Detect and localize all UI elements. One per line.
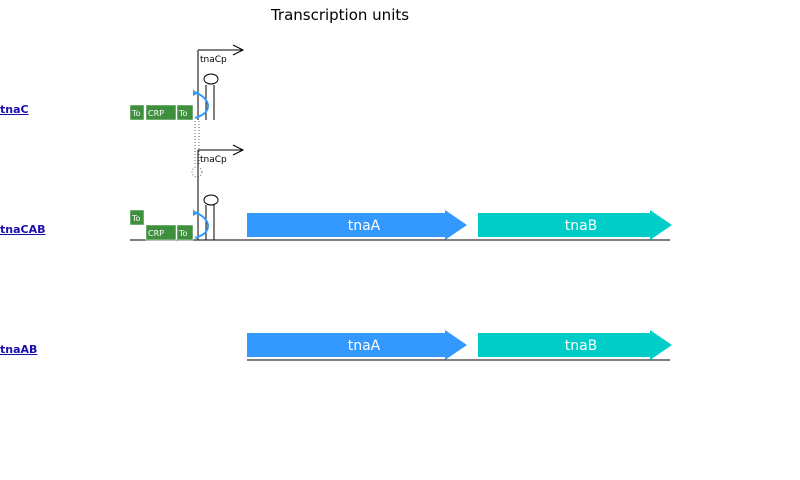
- terminator-loop-icon[interactable]: [203, 194, 219, 206]
- connector-circle-icon: [191, 166, 203, 178]
- promoter-label[interactable]: tnaCp: [200, 55, 227, 65]
- tu-link-tnaCAB[interactable]: tnaCAB: [0, 223, 46, 236]
- tu-link-tnaC[interactable]: tnaC: [0, 103, 29, 116]
- terminator-loop-icon[interactable]: [203, 73, 219, 85]
- gene-tnaA-label: tnaA: [348, 218, 381, 234]
- gene-tnaA-arrow[interactable]: [247, 330, 467, 360]
- site-to-2[interactable]: [176, 224, 194, 241]
- promoter-label[interactable]: tnaCp: [200, 155, 227, 165]
- gene-tnaB-label: tnaB: [565, 338, 598, 354]
- site-to-label: To: [178, 229, 188, 238]
- row-tnaC: To CRP To tnaCp: [129, 44, 245, 166]
- gene-tnaA-label: tnaA: [348, 338, 381, 354]
- site-to-1[interactable]: [129, 104, 145, 121]
- site-to-label: To: [178, 109, 188, 118]
- promoter-arrowhead-icon: [232, 144, 245, 156]
- site-crp[interactable]: [145, 224, 177, 241]
- site-to-1[interactable]: [129, 209, 145, 226]
- gene-tnaB-arrow[interactable]: [478, 330, 672, 360]
- site-to-label: To: [131, 214, 141, 223]
- promoter-arrowhead-icon: [232, 44, 245, 56]
- site-to-label: To: [131, 109, 141, 118]
- tu-link-tnaAB[interactable]: tnaAB: [0, 343, 38, 356]
- site-to-2[interactable]: [176, 104, 194, 121]
- attenuator-arrow-icon: [193, 89, 197, 96]
- row-tnaAB: tnaA tnaB: [247, 330, 672, 361]
- attenuator-icon[interactable]: [194, 211, 210, 239]
- diagram-title: Transcription units: [270, 6, 410, 24]
- attenuator-icon[interactable]: [194, 91, 210, 119]
- gene-tnaB-arrow[interactable]: [478, 210, 672, 240]
- row-tnaCAB: To CRP To tnaCp tnaA tnaB: [129, 144, 672, 241]
- gene-tnaA-arrow[interactable]: [247, 210, 467, 240]
- site-crp[interactable]: [145, 104, 177, 121]
- site-crp-label: CRP: [148, 109, 164, 118]
- gene-tnaB-label: tnaB: [565, 218, 598, 234]
- site-crp-label: CRP: [148, 229, 164, 238]
- attenuator-arrow-icon: [193, 209, 197, 216]
